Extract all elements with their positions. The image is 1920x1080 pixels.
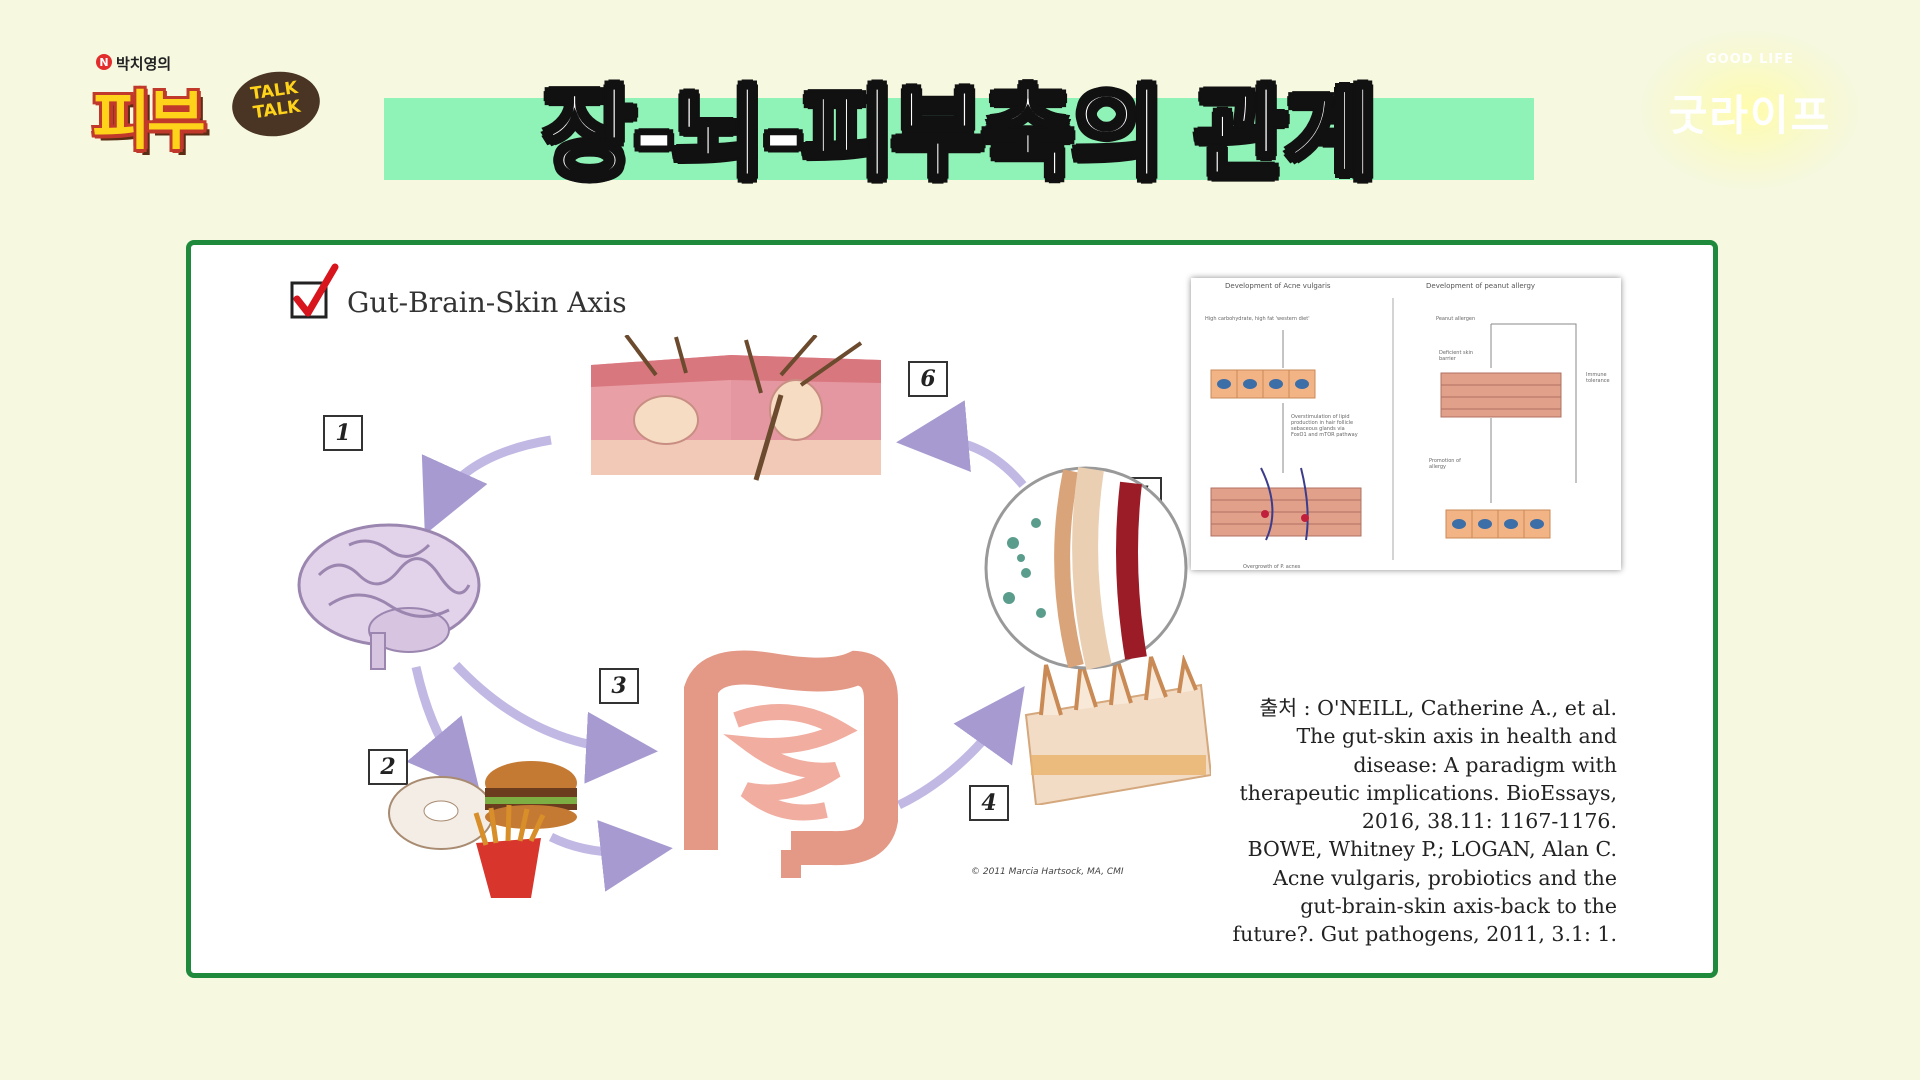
show-name: 피부 [92, 85, 206, 159]
watermark-brand: 굿라이프 [1668, 91, 1832, 140]
checkbox-icon [290, 263, 339, 319]
show-logo: N 박치영의 피부 TALK TALK [92, 50, 332, 159]
title-highlight-band [384, 98, 1534, 180]
source-line: disease: A paradigm with [1353, 752, 1617, 777]
page-title: 장-뇌-피부축의 관계 [541, 74, 1379, 195]
watermark-glow [1640, 30, 1860, 190]
source-line: BOWE, Whitney P.; LOGAN, Alan C. [1247, 837, 1617, 862]
inset-left-top-label: High carbohydrate, high fat 'western die… [1205, 316, 1310, 322]
illustration-copyright: © 2011 Marcia Hartsock, MA, CMI [971, 867, 1124, 877]
skin-illustration [591, 335, 881, 481]
source-citation: 출처 : O'NEILL, Catherine A., et al. The g… [1097, 694, 1617, 949]
source-line: 2016, 38.11: 1167-1176. [1361, 809, 1617, 834]
gut-brain-skin-figure: Gut-Brain-Skin Axis 1 2 3 4 5 6 [191, 245, 1713, 973]
source-line: therapeutic implications. BioEssays, [1239, 780, 1617, 805]
source-line: gut-brain-skin axis-back to the [1300, 894, 1617, 919]
step-1-label: 1 [323, 415, 363, 451]
inset-left-header: Development of Acne vulgaris [1225, 282, 1331, 290]
cycle-arrows [406, 400, 1027, 892]
intestine-illustration [684, 650, 898, 878]
inset-right-side-label: Immune tolerance [1586, 372, 1610, 384]
step-2-label: 2 [368, 749, 408, 785]
inset-acne-allergy-diagram: Development of Acne vulgaris Development… [1191, 278, 1621, 570]
inset-diagram-graphics [1210, 298, 1577, 560]
step-3-label: 3 [599, 668, 639, 704]
source-line: The gut-skin axis in health and [1296, 724, 1617, 749]
n-badge: N [96, 54, 112, 70]
inset-left-mid-label: Overstimulation of lipid production in h… [1291, 414, 1358, 438]
step-6-label: 6 [908, 361, 948, 397]
source-line: Acne vulgaris, probiotics and the [1273, 865, 1617, 890]
talk-bubble: TALK TALK [227, 66, 325, 142]
watermark-subtext: GOOD LIFE [1706, 52, 1794, 67]
inset-right-header: Development of peanut allergy [1426, 282, 1536, 290]
source-line: 출처 : O'NEILL, Catherine A., et al. [1259, 696, 1617, 720]
junk-food-illustration [388, 761, 577, 898]
source-line: future?. Gut pathogens, 2011, 3.1: 1. [1232, 922, 1617, 947]
magnified-gut-illustration [984, 466, 1188, 670]
inset-left-bottom-label: Overgrowth of P. acnes [1243, 564, 1301, 570]
figure-frame: Gut-Brain-Skin Axis 1 2 3 4 5 6 [186, 240, 1718, 978]
step-4-label: 4 [969, 785, 1009, 821]
axis-title: Gut-Brain-Skin Axis [347, 286, 627, 319]
channel-watermark: GOOD LIFE 굿라이프 [1640, 30, 1860, 190]
brain-illustration [297, 523, 481, 670]
inset-right-barrier-label: Deficient skin barrier [1439, 350, 1474, 362]
host-name: 박치영의 [116, 55, 172, 73]
inset-right-bottom-label: Promotion of allergy [1429, 458, 1461, 470]
inset-right-top-label: Peanut allergen [1436, 316, 1476, 322]
